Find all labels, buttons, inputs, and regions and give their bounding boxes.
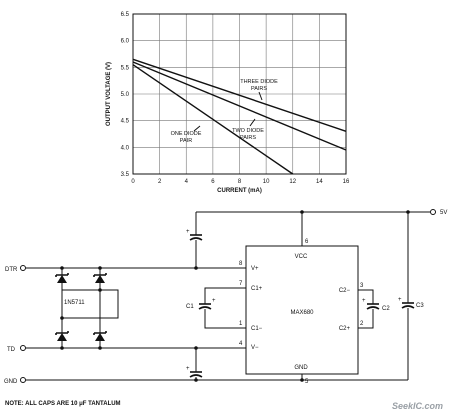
pin-number-3: 3 — [360, 283, 364, 289]
cap-bottom-polarity: + — [186, 366, 190, 372]
junction-dtr — [194, 266, 198, 270]
supply-label: 5V — [440, 210, 447, 216]
c2-wire-top — [358, 289, 374, 304]
annotation-leader-three — [258, 91, 263, 101]
y-tick-label-3: 5.0 — [121, 92, 130, 98]
y-tick-label-2: 4.5 — [121, 119, 130, 125]
pin-number-4: 4 — [239, 341, 243, 347]
pin-number-7: 7 — [239, 281, 243, 287]
pin-number-8: 8 — [239, 261, 243, 267]
diode-bridge-wire — [62, 289, 119, 319]
x-tick-label-0: 0 — [131, 179, 135, 185]
c2-plate-b — [366, 306, 380, 310]
watermark: SeekIC.com — [392, 401, 443, 411]
x-tick-label-6: 12 — [289, 179, 296, 185]
x-tick-label-7: 14 — [316, 179, 323, 185]
circuit: MAX680 VCC GND V+ C1+ C1− V− C2− C2+ 6 8… — [4, 209, 447, 407]
c1-wire-bottom — [204, 309, 246, 329]
plot-frame — [132, 13, 347, 175]
y-tick-label-4: 5.5 — [121, 65, 130, 71]
dtr-label: DTR — [5, 267, 18, 273]
y-tick-label-0: 3.5 — [121, 172, 130, 178]
c2-wire-bottom — [358, 309, 374, 329]
diode-lower-right — [93, 331, 107, 341]
c3-polarity: + — [398, 297, 402, 303]
c1-label: C1 — [186, 304, 194, 310]
c2plus-pin-label: C2+ — [339, 326, 351, 332]
chart-series — [132, 58, 347, 175]
x-axis-label: CURRENT (mA) — [217, 188, 262, 194]
c3-label: C3 — [416, 303, 424, 309]
diode-upper-right — [93, 273, 107, 283]
c1-polarity: + — [212, 298, 216, 304]
c2-label: C2 — [382, 306, 390, 312]
pin-number-1: 1 — [239, 321, 243, 327]
vplus-pin-label: V+ — [251, 266, 259, 272]
dtr-terminal — [20, 265, 26, 271]
c3-plate-b — [401, 305, 415, 309]
x-tick-label-8: 16 — [343, 179, 350, 185]
y-tick-label-1: 4.0 — [121, 145, 130, 151]
ic-label: MAX680 — [290, 310, 314, 316]
y-tick-label-5: 6.0 — [121, 39, 130, 45]
junction-diode-c — [60, 346, 64, 350]
annotation-leader-two — [249, 118, 256, 127]
output-voltage-chart: 0 2 4 6 8 10 12 14 16 3.5 4.0 4.5 5.0 5.5 6.0 6.5 CURRE… — [106, 12, 350, 194]
gnd-label: GND — [4, 379, 18, 385]
annotation-one-diode-line1: ONE DIODE — [171, 131, 202, 137]
c2minus-pin-label: C2− — [339, 288, 351, 294]
annotation-leader-one — [193, 125, 201, 132]
gnd-terminal — [20, 377, 26, 383]
c1-wire-top — [204, 287, 246, 304]
junction-diode-d — [98, 346, 102, 350]
td-label: TD — [7, 347, 16, 353]
pin-number-5: 5 — [305, 379, 309, 385]
y-axis-label: OUTPUT VOLTAGE (V) — [106, 62, 112, 126]
annotation-three-diode-line1: THREE DIODE — [240, 79, 278, 85]
annotation-one-diode-line2: PAIR — [180, 138, 192, 144]
cap-top-plate-b — [189, 237, 203, 241]
td-terminal — [20, 345, 26, 351]
gnd-pin-label: GND — [294, 365, 308, 371]
chart-grid — [133, 14, 346, 174]
x-tick-label-2: 4 — [185, 179, 189, 185]
series-line-0 — [132, 58, 347, 132]
pin-number-2: 2 — [360, 321, 364, 327]
c1plus-pin-label: C1+ — [251, 286, 263, 292]
diode-part-label: 1N5711 — [64, 300, 85, 306]
x-tick-label-5: 10 — [263, 179, 270, 185]
cap-top-polarity: + — [186, 229, 190, 235]
junction-diode-b — [98, 266, 102, 270]
annotation-three-diode-line2: PAIRS — [251, 86, 267, 92]
diode-upper-left — [55, 273, 69, 283]
c1minus-pin-label: C1− — [251, 326, 263, 332]
x-tick-label-4: 8 — [238, 179, 242, 185]
annotation-two-diode-line2: PAIRS — [240, 135, 256, 141]
x-tick-label-1: 2 — [158, 179, 162, 185]
junction-diode-a — [60, 266, 64, 270]
junction-diode-f — [60, 316, 64, 320]
annotation-two-diode-line1: TWO DIODE — [232, 128, 264, 134]
c2-polarity: + — [362, 298, 366, 304]
junction-diode-e — [98, 288, 102, 292]
vminus-pin-label: V− — [251, 345, 259, 351]
caps-note: NOTE: ALL CAPS ARE 10 μF TANTALUM — [5, 401, 121, 407]
chart-ticks: 0 2 4 6 8 10 12 14 16 3.5 4.0 4.5 5.0 5.5 6.0 6.5 — [121, 12, 350, 185]
cap-bottom-plate-b — [189, 374, 203, 378]
supply-terminal — [430, 209, 436, 215]
diode-lower-left — [55, 331, 69, 341]
pin-number-6: 6 — [305, 239, 309, 245]
series-line-2 — [132, 64, 294, 175]
x-tick-label-3: 6 — [211, 179, 215, 185]
y-tick-label-6: 6.5 — [121, 12, 130, 18]
c1-plate-b — [198, 306, 212, 310]
series-line-1 — [132, 61, 347, 151]
vcc-pin-label: VCC — [295, 254, 308, 260]
